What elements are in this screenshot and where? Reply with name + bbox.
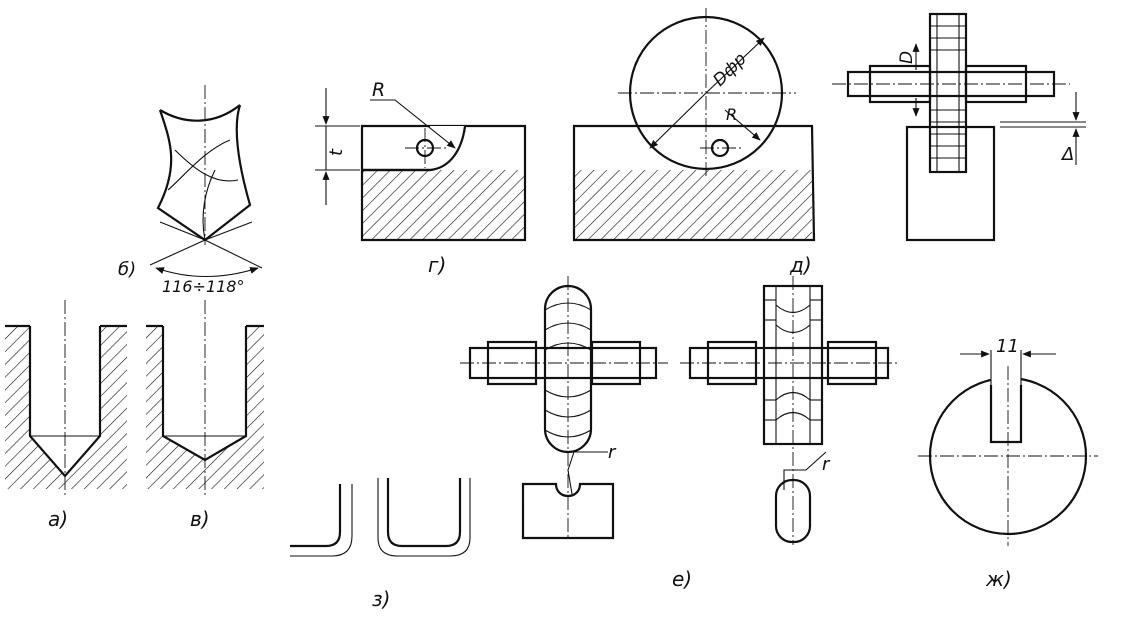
dim-radius-g: R — [372, 79, 385, 101]
figure-a-drilled-hole: а) — [5, 300, 127, 531]
label-v: в) — [190, 507, 210, 531]
label-b: б) — [118, 259, 136, 280]
figure-zh-shaft-keyway: 11 ж) — [918, 336, 1098, 591]
figure-d-disc-cutter: Dфр R д) — [572, 8, 816, 277]
figure-e-convex-cutter: r — [460, 276, 668, 540]
dim-width-zh: 11 — [996, 336, 1019, 357]
angle-dimension: 116÷118° — [162, 277, 244, 296]
label-a: а) — [48, 507, 68, 531]
dim-r-e1: r — [608, 442, 617, 463]
dim-delta: Δ — [1060, 144, 1074, 165]
figure-v-drilled-hole: в) — [146, 300, 264, 531]
figure-g-cutter: t R г) — [315, 79, 527, 277]
dim-radius-d: R — [726, 105, 737, 124]
dim-d-wheel: D — [897, 51, 917, 64]
dim-t: t — [326, 148, 347, 156]
figure-e-concave-cutter: r е) — [672, 276, 900, 591]
figure-z-groove-profiles: з) — [290, 478, 471, 611]
figure-b-twist-drill: б) 116÷118° — [118, 85, 263, 296]
label-z: з) — [372, 587, 390, 611]
dim-r-e2: r — [822, 454, 831, 475]
label-e: е) — [672, 567, 692, 591]
label-d: д) — [789, 253, 812, 277]
label-g: г) — [428, 253, 446, 277]
figure-gear-arbor: D Δ — [832, 12, 1086, 242]
label-zh: ж) — [985, 567, 1012, 591]
